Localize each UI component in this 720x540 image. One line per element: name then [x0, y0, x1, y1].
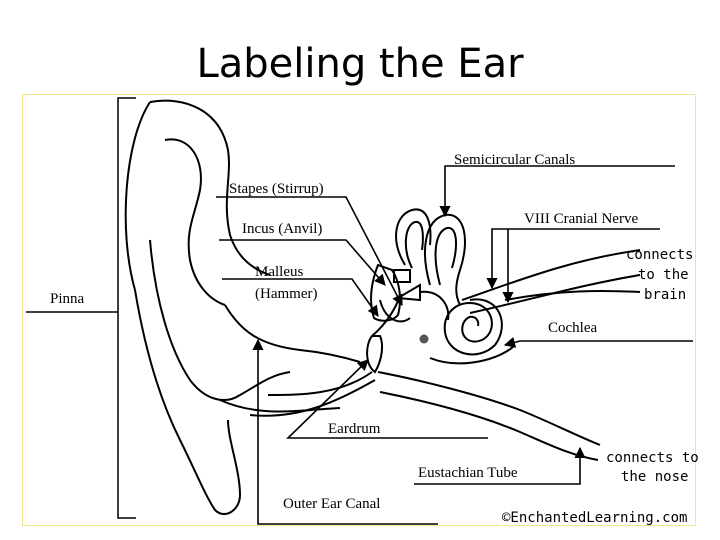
- middle-ear-drawing: [366, 263, 421, 374]
- note-connects-brain-1: connects: [626, 247, 693, 263]
- note-connects-nose-1: connects to: [606, 450, 699, 466]
- credit-text: ©EnchantedLearning.com: [502, 510, 687, 526]
- note-connects-brain-2: to the: [638, 267, 689, 283]
- label-semicircular-canals: Semicircular Canals: [454, 152, 575, 168]
- label-eardrum: Eardrum: [328, 421, 381, 437]
- label-cochlea: Cochlea: [548, 320, 597, 336]
- ear-canal-drawing: [249, 371, 376, 417]
- label-stapes: Stapes (Stirrup): [229, 181, 324, 197]
- semicircular-canals-drawing: [395, 208, 466, 321]
- label-malleus-line2: (Hammer): [255, 286, 317, 302]
- note-connects-brain-3: brain: [644, 287, 686, 303]
- label-pinna: Pinna: [50, 291, 85, 307]
- nerve-drawing: [461, 249, 641, 314]
- label-eustachian-tube: Eustachian Tube: [418, 465, 518, 481]
- label-outer-ear-canal: Outer Ear Canal: [283, 496, 380, 512]
- eustachian-tube-drawing: [219, 371, 601, 461]
- label-viii-cranial-nerve: VIII Cranial Nerve: [524, 211, 638, 227]
- leader-lines: [26, 165, 693, 525]
- pinna-bracket: [117, 97, 136, 519]
- slide-title: Labeling the Ear: [196, 41, 524, 87]
- pinna-drawing: [124, 99, 361, 515]
- note-connects-nose-2: the nose: [621, 469, 688, 485]
- label-malleus-line1: Malleus: [255, 264, 303, 280]
- label-incus: Incus (Anvil): [242, 221, 322, 237]
- cochlea-drawing: [419, 298, 516, 365]
- diagram-frame: [22, 94, 696, 526]
